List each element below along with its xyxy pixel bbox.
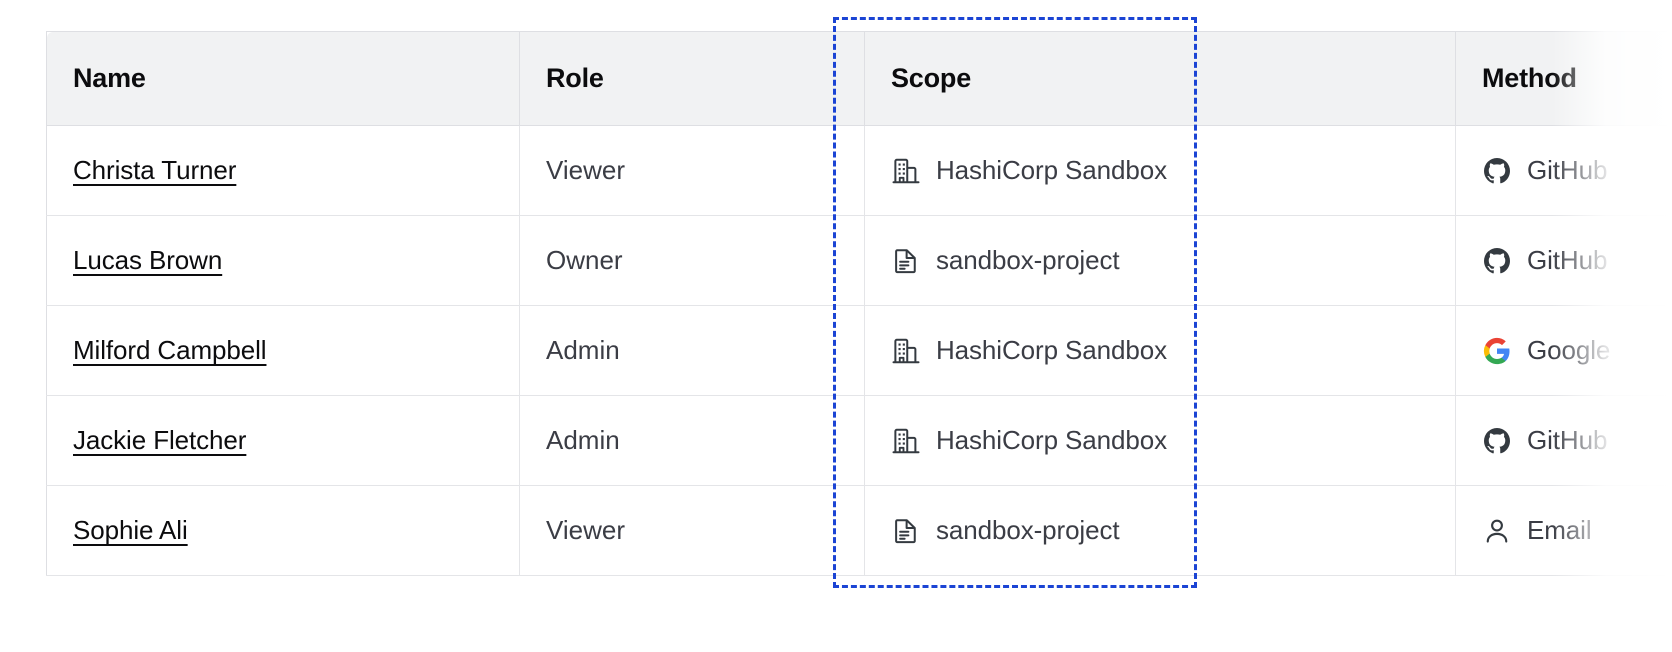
cell-scope: sandbox-project	[864, 215, 1456, 306]
role-value: Viewer	[546, 515, 626, 545]
table-row[interactable]: Sophie Ali Viewer sandbox-project Email	[46, 485, 1672, 576]
cell-method: Email	[1455, 485, 1672, 576]
cell-scope: HashiCorp Sandbox	[864, 305, 1456, 396]
project-document-icon	[891, 246, 921, 276]
github-icon	[1482, 156, 1512, 186]
scope-value: HashiCorp Sandbox	[936, 335, 1167, 365]
cell-role: Owner	[519, 215, 865, 306]
column-header-scope[interactable]: Scope	[864, 31, 1456, 126]
method-value: GitHub	[1527, 155, 1608, 185]
github-icon	[1482, 246, 1512, 276]
member-name-link[interactable]: Lucas Brown	[73, 245, 223, 275]
cell-name: Jackie Fletcher	[46, 395, 520, 486]
org-building-icon	[891, 156, 921, 186]
method-value: Google	[1527, 335, 1611, 365]
method-value: GitHub	[1527, 425, 1608, 455]
member-name-link[interactable]: Jackie Fletcher	[73, 425, 247, 455]
cell-name: Lucas Brown	[46, 215, 520, 306]
org-building-icon	[891, 426, 921, 456]
column-header-name[interactable]: Name	[46, 31, 520, 126]
role-value: Admin	[546, 335, 620, 365]
table-row[interactable]: Milford Campbell Admin HashiCorp Sandbox Go…	[46, 305, 1672, 396]
org-building-icon	[891, 336, 921, 366]
cell-method: GitHub	[1455, 395, 1672, 486]
scope-value: sandbox-project	[936, 245, 1120, 275]
cell-method: GitHub	[1455, 125, 1672, 216]
cell-role: Viewer	[519, 125, 865, 216]
cell-method: Google	[1455, 305, 1672, 396]
cell-role: Admin	[519, 305, 865, 396]
cell-method: GitHub	[1455, 215, 1672, 306]
member-name-link[interactable]: Sophie Ali	[73, 515, 188, 545]
cell-name: Milford Campbell	[46, 305, 520, 396]
role-value: Viewer	[546, 155, 626, 185]
table-row[interactable]: Lucas Brown Owner sandbox-project GitHub	[46, 215, 1672, 306]
cell-role: Viewer	[519, 485, 865, 576]
table-header-row: Name Role Scope Method	[46, 31, 1672, 126]
method-value: Email	[1527, 515, 1592, 545]
column-header-method[interactable]: Method	[1455, 31, 1672, 126]
member-name-link[interactable]: Milford Campbell	[73, 335, 267, 365]
method-value: GitHub	[1527, 245, 1608, 275]
table-row[interactable]: Jackie Fletcher Admin HashiCorp Sandbox Git…	[46, 395, 1672, 486]
cell-scope: HashiCorp Sandbox	[864, 395, 1456, 486]
cell-scope: sandbox-project	[864, 485, 1456, 576]
cell-scope: HashiCorp Sandbox	[864, 125, 1456, 216]
user-person-icon	[1482, 516, 1512, 546]
scope-value: sandbox-project	[936, 515, 1120, 545]
role-value: Admin	[546, 425, 620, 455]
project-document-icon	[891, 516, 921, 546]
scope-value: HashiCorp Sandbox	[936, 425, 1167, 455]
column-header-role[interactable]: Role	[519, 31, 865, 126]
cell-name: Sophie Ali	[46, 485, 520, 576]
cell-role: Admin	[519, 395, 865, 486]
github-icon	[1482, 426, 1512, 456]
table-row[interactable]: Christa Turner Viewer HashiCorp Sandbox Git…	[46, 125, 1672, 216]
role-value: Owner	[546, 245, 623, 275]
table-header: Name Role Scope Method	[46, 31, 1672, 126]
scope-value: HashiCorp Sandbox	[936, 155, 1167, 185]
google-icon	[1482, 336, 1512, 366]
member-name-link[interactable]: Christa Turner	[73, 155, 237, 185]
cell-name: Christa Turner	[46, 125, 520, 216]
